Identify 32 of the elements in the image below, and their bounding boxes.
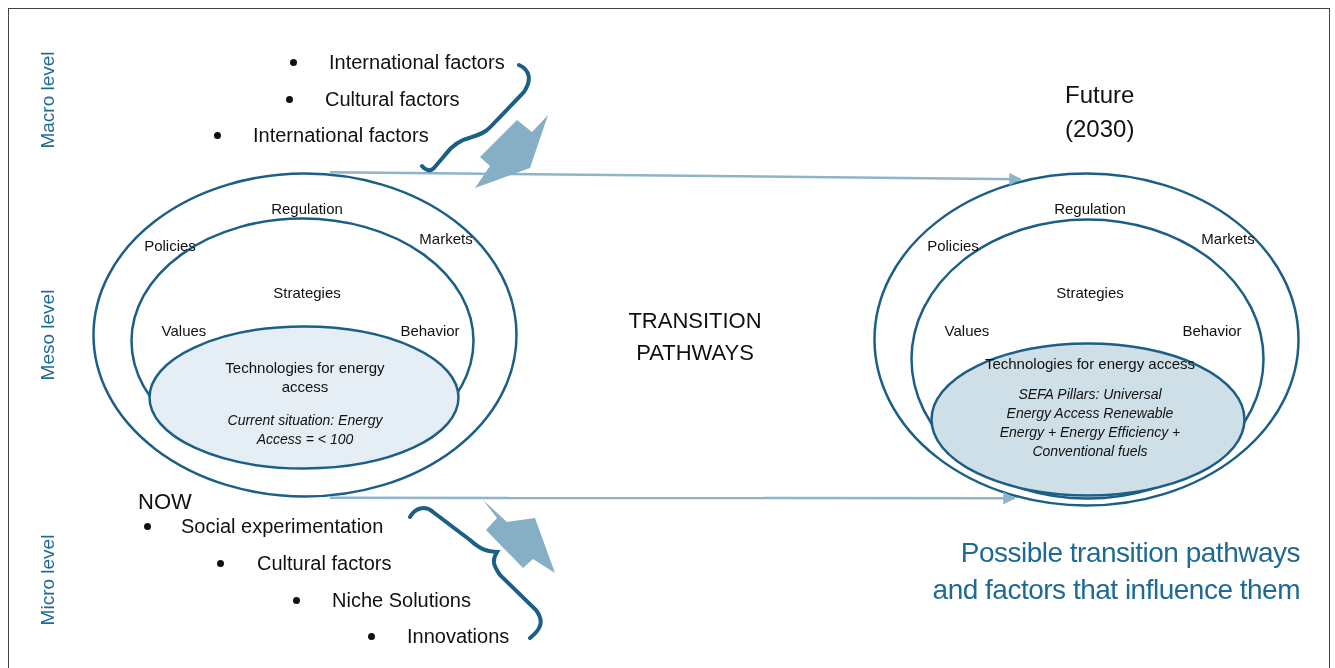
factor-text: Innovations (407, 624, 510, 648)
stage-label: NOW (138, 488, 192, 516)
ring-label: Values (944, 321, 990, 340)
factor-text: International factors (329, 50, 505, 74)
factor-text: Cultural factors (257, 551, 392, 575)
ring-label: Regulation (271, 199, 343, 218)
arrow (330, 170, 1022, 186)
ring-label: Markets (419, 229, 473, 248)
stage-label: Future (2030) (1065, 80, 1136, 144)
core-heading: Technologies for energy access (983, 354, 1197, 373)
caption-text: Possible transition pathways and factors that influence them (931, 536, 1300, 607)
ring-label: Policies (144, 236, 196, 255)
ring-label: Policies (927, 236, 979, 255)
level-label: Micro level (37, 534, 59, 626)
ring-label: Strategies (273, 283, 341, 302)
ring-label: Regulation (1054, 199, 1126, 218)
factor-text: Social experimentation (181, 514, 384, 538)
ring-label: Behavior (1182, 321, 1242, 340)
pillars-note: SEFA Pillars: Universal Energy Access Renewable Energy + Energy Efficiency + Conventional fuels (998, 385, 1182, 461)
factor-text: Niche Solutions (332, 588, 471, 612)
arrow (330, 491, 1016, 505)
factor-text: International factors (253, 123, 429, 147)
level-label: Meso level (37, 289, 59, 381)
level-label: Macro level (37, 51, 59, 149)
ring-label: Markets (1201, 229, 1255, 248)
ring-label: Strategies (1056, 283, 1124, 302)
core-heading: Technologies for energy access (224, 358, 386, 396)
ring-label: Behavior (400, 321, 460, 340)
situation-note: Current situation: Energy Access = < 100 (226, 411, 384, 449)
pathway-label: TRANSITION PATHWAYS (627, 307, 763, 367)
factor-text: Cultural factors (325, 87, 460, 111)
ring-label: Values (161, 321, 207, 340)
